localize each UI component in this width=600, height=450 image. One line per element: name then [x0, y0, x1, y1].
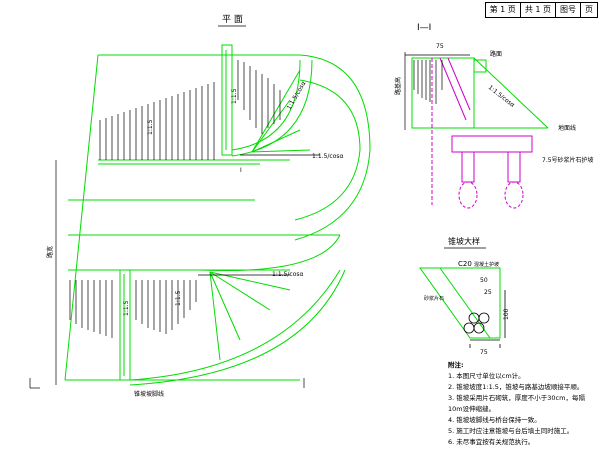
section-height-label: 路基高 — [394, 77, 402, 95]
detail-dim-100: 100 — [503, 308, 510, 320]
plan-bottom-label: 锥坡坡脚线 — [134, 390, 164, 398]
title-drawing-no: 图号 — [556, 3, 581, 17]
note-item: 6. 未尽事宜按有关规范执行。 — [448, 438, 535, 446]
title-block: 第 1 页 共 1 页 图号 页 — [484, 2, 598, 18]
plan-section-mark: Ⅰ — [240, 167, 242, 174]
note-item: 1. 本图尺寸单位以cm计。 — [448, 372, 525, 380]
plan-slope-text-b: 1:1.5 — [175, 290, 182, 306]
plan-slope-upper: 1:1.5 — [231, 88, 238, 104]
plan-view: 平 面 — [64, 14, 371, 386]
section-title: Ⅰ—Ⅰ — [417, 23, 431, 33]
title-page-total: 共 1 页 — [521, 3, 556, 17]
title-page-current: 第 1 页 — [486, 3, 521, 17]
section-label-slope: 1:1.5/cosα — [487, 84, 516, 109]
section-label-base: 7.5号砂浆片石护坡 — [542, 156, 594, 164]
plan-slope-text-a: 1:1.5 — [147, 119, 154, 135]
section-label-road: 路面 — [490, 50, 502, 58]
note-item: 2. 锥坡坡度1:1.5，锥坡与路基边坡顺接平顺。 — [448, 383, 584, 391]
title-page-label: 页 — [585, 5, 593, 14]
detail-title: 锥坡大样 — [448, 236, 480, 246]
plan-slope-upper-right: 1:1.5/cosα — [312, 153, 343, 160]
notes-heading: 附注: — [448, 361, 464, 369]
detail-label-left: 砂浆片石 — [424, 295, 444, 302]
note-item: 3. 锥坡采用片石砌筑，厚度不小于30cm，每隔10m设伸缩缝。 — [448, 394, 585, 413]
section-dim-top: 75 — [436, 43, 444, 50]
detail-dim-50: 50 — [480, 277, 488, 284]
section-label-ground: 地面线 — [558, 124, 576, 132]
plan-title: 平 面 — [222, 14, 243, 25]
detail-dim-75: 75 — [480, 349, 488, 356]
detail-dim-25: 25 — [484, 289, 492, 296]
section-view: Ⅰ—Ⅰ 75 路基高 路面 1:1.5/cosα 地面线 7.5号砂浆片石护坡 — [394, 23, 594, 209]
plan-side-dim: 路宽 — [46, 246, 54, 258]
notes-block: 附注: 1. 本图尺寸单位以cm计。 2. 锥坡坡度1:1.5，锥坡与路基边坡顺… — [448, 360, 598, 448]
plan-hatch — [69, 60, 320, 338]
detail-view: 锥坡大样 C20 混凝土护坡 50 25 100 75 砂浆片石 — [419, 236, 510, 356]
detail-label-c20: C20 — [458, 260, 472, 268]
note-item: 5. 施工时应注意锥坡与台后填土同时施工。 — [448, 427, 574, 435]
note-item: 4. 锥坡坡脚线与桥台保持一致。 — [448, 416, 541, 424]
detail-label-c20-note: 混凝土护坡 — [474, 261, 499, 268]
plan-slope-lower-right: 1:1.5/cosα — [272, 271, 303, 278]
plan-slope-lower-left: 1:1.5 — [123, 300, 130, 316]
